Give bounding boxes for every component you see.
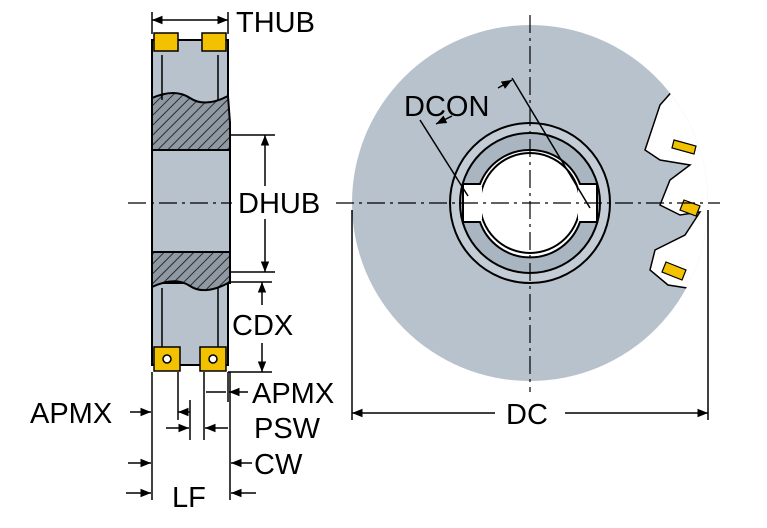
side-bore [151, 149, 231, 253]
dimensions [126, 12, 709, 500]
tooth-insert-1 [671, 139, 697, 155]
label-dcon: DCON [404, 91, 489, 123]
center-lines [128, 15, 720, 392]
hatch-lower [151, 251, 231, 292]
label-lf: LF [172, 482, 206, 514]
label-cdx: CDX [232, 310, 293, 342]
label-apmx-left: APMX [30, 398, 112, 430]
label-dc: DC [506, 399, 548, 431]
tooth-insert-2 [679, 199, 701, 217]
tooth-insert-3 [661, 261, 687, 281]
insert-top-right [201, 32, 227, 52]
label-apmx-right: APMX [252, 378, 334, 410]
label-cw: CW [254, 449, 303, 481]
insert-top-left [153, 32, 179, 52]
label-psw: PSW [254, 413, 321, 445]
label-dhub: DHUB [238, 188, 320, 220]
side-view [151, 32, 231, 372]
label-thub: THUB [236, 7, 315, 39]
hatch-upper [151, 92, 231, 151]
